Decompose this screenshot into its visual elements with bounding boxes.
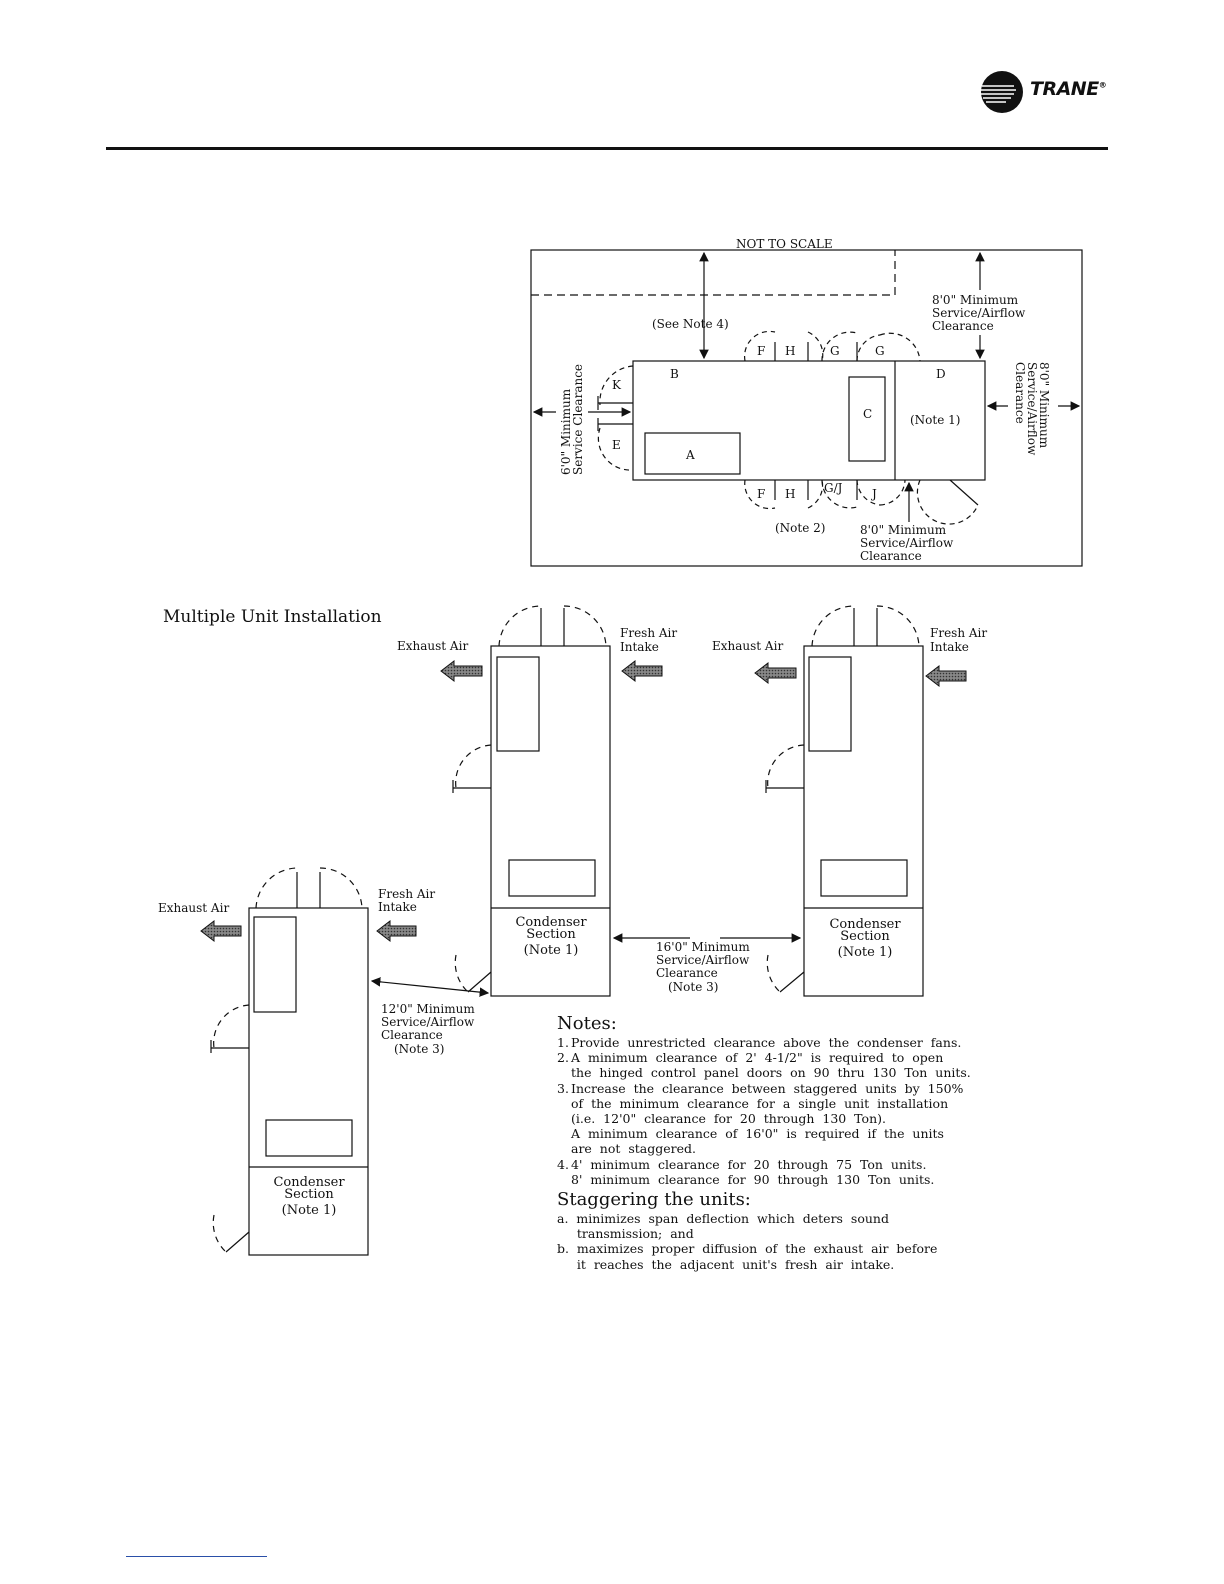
- footer-link-rule: [126, 1556, 267, 1557]
- note-line: 3.Increase the clearance between stagger…: [557, 1080, 964, 1096]
- svg-text:C: C: [863, 407, 872, 421]
- svg-text:Service/Airflow: Service/Airflow: [860, 536, 954, 550]
- note-line: 8' minimum clearance for 90 through 130 …: [571, 1171, 935, 1187]
- svg-text:Clearance: Clearance: [1013, 362, 1027, 424]
- svg-text:G: G: [830, 344, 840, 358]
- svg-text:(Note 3): (Note 3): [394, 1042, 444, 1056]
- note-line: (i.e. 12'0" clearance for 20 through 130…: [571, 1111, 886, 1127]
- unit-outline: [632, 360, 986, 481]
- note-line: the hinged control panel doors on 90 thr…: [571, 1065, 971, 1081]
- intake-arrow-icon: [621, 659, 663, 683]
- svg-text:Service/Airflow: Service/Airflow: [932, 306, 1026, 320]
- note-line: of the minimum clearance for a single un…: [571, 1095, 949, 1111]
- note-2-label: (Note 2): [775, 521, 825, 535]
- component-a: [644, 432, 741, 475]
- svg-text:Fresh Air: Fresh Air: [620, 626, 677, 640]
- see-note-4-zone: [531, 250, 896, 296]
- svg-text:Service/Airflow: Service/Airflow: [381, 1015, 475, 1029]
- stagger-line: b. maximizes proper diffusion of the exh…: [557, 1241, 938, 1257]
- multi-clearance-arrows: [370, 933, 802, 997]
- multi-unit-labels: Exhaust Air Fresh Air Intake Exhaust Air…: [158, 626, 987, 1218]
- stagger-line: a. minimizes span deflection which deter…: [557, 1211, 889, 1227]
- airflow-arrows: [200, 659, 967, 943]
- svg-text:F: F: [757, 487, 765, 501]
- exhaust-arrow-icon: [200, 919, 242, 943]
- see-note-4-label: (See Note 4): [652, 317, 729, 331]
- svg-text:Condenser: Condenser: [515, 915, 587, 930]
- svg-text:K: K: [612, 378, 622, 392]
- exhaust-arrow-icon: [754, 661, 797, 685]
- svg-text:Clearance: Clearance: [860, 549, 922, 563]
- note-line: 1.Provide unrestricted clearance above t…: [557, 1035, 962, 1050]
- svg-text:(Note 1): (Note 1): [282, 1203, 337, 1218]
- svg-text:G/J: G/J: [824, 481, 843, 495]
- svg-text:A: A: [685, 448, 695, 462]
- svg-text:Exhaust Air: Exhaust Air: [397, 639, 468, 653]
- svg-text:(Note 1): (Note 1): [524, 943, 579, 958]
- component-c: [848, 376, 886, 462]
- svg-text:H: H: [785, 344, 795, 358]
- note-line: are not staggered.: [571, 1141, 696, 1157]
- intake-arrow-icon: [925, 664, 967, 688]
- svg-text:Clearance: Clearance: [381, 1028, 443, 1042]
- svg-text:B: B: [670, 367, 679, 381]
- svg-text:D: D: [936, 367, 946, 381]
- svg-text:Clearance: Clearance: [656, 966, 718, 980]
- not-to-scale-label: NOT TO SCALE: [736, 237, 833, 251]
- single-unit-diagram: [530, 249, 1083, 567]
- svg-text:E: E: [612, 438, 621, 452]
- svg-text:Exhaust Air: Exhaust Air: [158, 901, 229, 915]
- note-line: A minimum clearance of 16'0" is required…: [571, 1126, 944, 1142]
- svg-text:Service/Airflow: Service/Airflow: [656, 953, 750, 967]
- diagram-frame: [530, 249, 1083, 567]
- svg-text:J: J: [870, 487, 877, 501]
- svg-text:Intake: Intake: [930, 640, 969, 654]
- svg-text:8'0" Minimum: 8'0" Minimum: [860, 523, 947, 537]
- svg-text:Exhaust Air: Exhaust Air: [712, 639, 783, 653]
- svg-text:(Note 1): (Note 1): [838, 945, 893, 960]
- unit-right: [765, 605, 924, 997]
- single-unit-labels: NOT TO SCALE (See Note 4) 8'0" Minimum S…: [559, 237, 1051, 563]
- svg-text:6'0" Minimum: 6'0" Minimum: [559, 388, 573, 475]
- unit-left: [210, 867, 369, 1256]
- svg-text:Intake: Intake: [378, 900, 417, 914]
- svg-text:Service/Airflow: Service/Airflow: [1025, 362, 1039, 456]
- svg-text:H: H: [785, 487, 795, 501]
- svg-text:Section: Section: [284, 1187, 334, 1202]
- notes-section: Notes: 1.Provide unrestricted clearance …: [557, 1013, 1017, 1272]
- svg-text:Service Clearance: Service Clearance: [571, 364, 585, 475]
- multi-unit-title: Multiple Unit Installation: [163, 607, 382, 627]
- svg-text:Fresh Air: Fresh Air: [930, 626, 987, 640]
- svg-text:(Note 3): (Note 3): [668, 980, 718, 994]
- svg-text:Section: Section: [840, 929, 890, 944]
- svg-text:8'0" Minimum: 8'0" Minimum: [1037, 362, 1051, 449]
- svg-text:F: F: [757, 344, 765, 358]
- staggering-title: Staggering the units:: [557, 1189, 751, 1211]
- staggering-list: a. minimizes span deflection which deter…: [557, 1211, 1017, 1272]
- svg-text:Clearance: Clearance: [932, 319, 994, 333]
- note-1-label: (Note 1): [910, 413, 960, 427]
- trane-globe-icon: [981, 71, 1023, 113]
- note-line: 2.A minimum clearance of 2' 4-1/2" is re…: [557, 1050, 944, 1066]
- svg-text:G: G: [875, 344, 885, 358]
- svg-text:16'0" Minimum: 16'0" Minimum: [656, 940, 750, 954]
- brand-name: TRANE®: [1030, 78, 1107, 100]
- stagger-line: transmission; and: [557, 1226, 694, 1242]
- svg-text:Condenser: Condenser: [829, 917, 901, 932]
- header-rule: [106, 147, 1108, 150]
- svg-text:Condenser: Condenser: [273, 1175, 345, 1190]
- note-line: 4.4' minimum clearance for 20 through 75…: [557, 1156, 927, 1172]
- intake-arrow-icon: [376, 919, 417, 943]
- notes-title: Notes:: [557, 1013, 617, 1034]
- svg-text:Fresh Air: Fresh Air: [378, 887, 435, 901]
- stagger-line: it reaches the adjacent unit's fresh air…: [557, 1256, 895, 1272]
- unit-middle: [452, 605, 611, 997]
- svg-text:Intake: Intake: [620, 640, 659, 654]
- svg-text:12'0" Minimum: 12'0" Minimum: [381, 1002, 475, 1016]
- exhaust-arrow-icon: [440, 659, 483, 683]
- svg-text:Section: Section: [526, 927, 576, 942]
- notes-list: 1.Provide unrestricted clearance above t…: [557, 1035, 1017, 1187]
- svg-text:8'0" Minimum: 8'0" Minimum: [932, 293, 1019, 307]
